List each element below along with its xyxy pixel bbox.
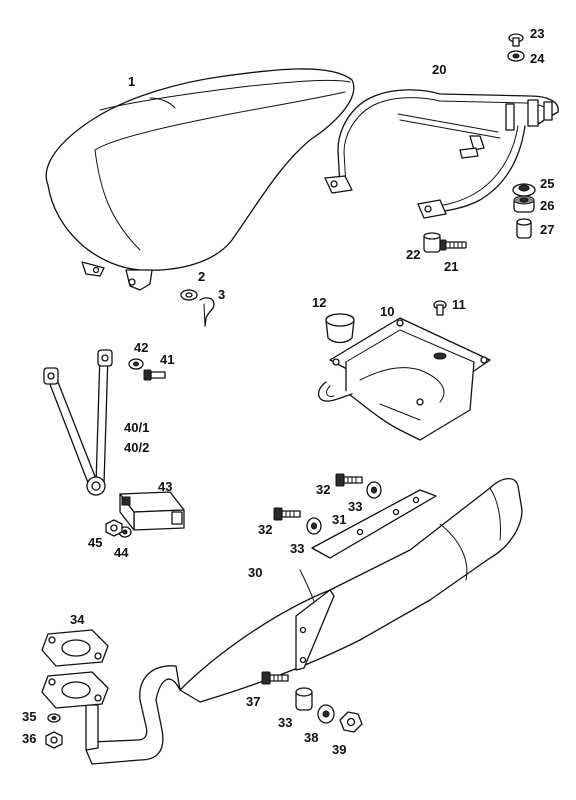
callout-31: 31 [332,512,346,527]
callout-21: 21 [444,259,458,274]
cap-plug-12 [325,313,355,344]
callout-38: 38 [304,730,318,745]
callout-40-2: 40/2 [124,440,149,455]
callout-22: 22 [406,247,420,262]
storage-tray [317,317,491,441]
callout-2: 2 [198,269,205,284]
washer-42 [128,358,144,370]
washer-33-middle [306,517,322,535]
washer-24 [507,50,525,62]
callout-34: 34 [70,612,85,627]
screw-23 [508,33,524,47]
bolt-32-middle [273,507,301,521]
nut-36 [45,731,63,749]
callout-30: 30 [248,565,262,580]
washer-35 [47,713,61,723]
callout-12: 12 [312,295,326,310]
rubber-buffer-25 [512,183,536,197]
washer-33-upper [366,481,382,499]
nut-39 [339,711,363,733]
callout-37: 37 [246,694,260,709]
spacer-sleeve-22 [423,232,441,253]
callout-41: 41 [160,352,174,367]
callout-36: 36 [22,731,36,746]
spacer-33-lower [295,687,313,711]
rear-carrier-rack [324,89,559,219]
callout-44: 44 [114,545,129,560]
callout-33-middle: 33 [290,541,304,556]
sleeve-27 [516,218,532,239]
callout-42: 42 [134,340,148,355]
callout-32-upper: 32 [316,482,330,497]
bolt-37 [261,671,289,685]
callout-24: 24 [530,51,545,66]
nut-45 [105,519,123,537]
callout-39: 39 [332,742,346,757]
callout-33-lower: 33 [278,715,292,730]
bolt-21 [439,239,467,251]
callout-10: 10 [380,304,394,319]
regulator-box [119,491,185,531]
cotter-pin [199,297,215,327]
callout-45: 45 [88,535,102,550]
callout-33-upper: 33 [348,499,362,514]
exhaust-flange [41,671,109,709]
gasket-34 [41,629,109,667]
callout-26: 26 [540,198,554,213]
callout-11: 11 [452,297,466,312]
washer-38 [317,704,335,724]
callout-35: 35 [22,709,36,724]
washer-2 [180,289,198,301]
stand-struts [43,349,113,496]
exhaust-muffler [85,478,523,765]
screw-41 [143,369,166,381]
callout-27: 27 [540,222,554,237]
callout-3: 3 [218,287,225,302]
callout-25: 25 [540,176,554,191]
callout-40-1: 40/1 [124,420,149,435]
seat [45,68,355,291]
screw-11 [433,300,447,316]
grommet-26 [513,195,535,213]
callout-23: 23 [530,26,544,41]
bolt-32-upper [335,473,363,487]
callout-43: 43 [158,479,172,494]
callout-1: 1 [128,74,135,89]
callout-32-middle: 32 [258,522,272,537]
callout-20: 20 [432,62,446,77]
